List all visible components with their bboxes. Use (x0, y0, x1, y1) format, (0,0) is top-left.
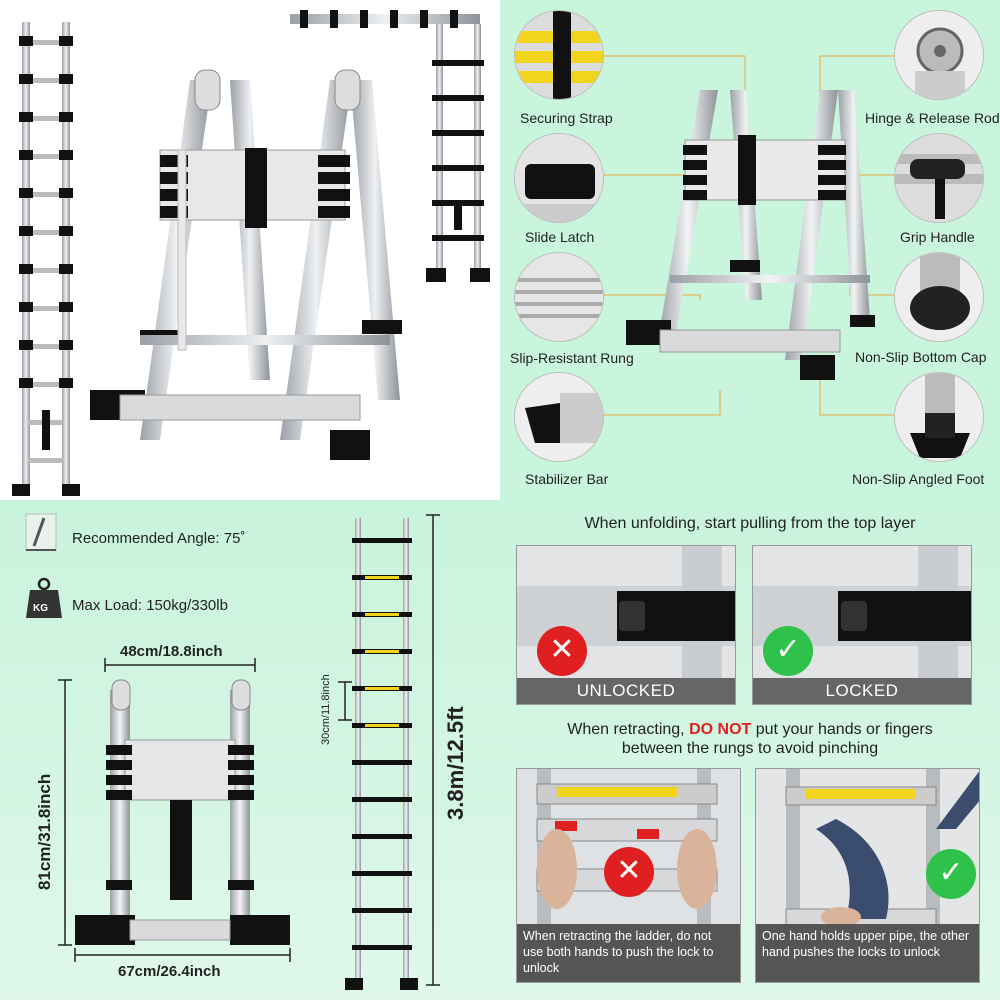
right-retract-photo: ✓ One hand holds upper pipe, the other h… (755, 768, 980, 983)
slide-latch-image (514, 133, 604, 223)
hinge-image (894, 10, 984, 100)
unfold-heading: When unfolding, start pulling from the t… (584, 515, 916, 532)
hinge-label: Hinge & Release Rod (865, 110, 1000, 126)
slide-latch-label: Slide Latch (525, 229, 595, 245)
wrong-retract-photo: ✕ When retracting the ladder, do not use… (516, 768, 741, 983)
straight-ladder (12, 22, 80, 496)
locked-panel: ✓ LOCKED (752, 545, 972, 705)
folded-height-dimension: 81cm/31.8inch (35, 773, 54, 890)
bottom-cap-image (894, 252, 984, 342)
rung-gap-dimension: 30cm/11.8inch (320, 674, 332, 745)
grip-handle-label: Grip Handle (900, 229, 975, 245)
rung-image (514, 252, 604, 342)
angle-icon (25, 513, 57, 551)
right-retract-caption: One hand holds upper pipe, the other han… (756, 924, 979, 982)
scaffold-ladder (290, 10, 490, 282)
retract-heading: When retracting, DO NOT put your hands o… (500, 720, 1000, 758)
width-top-dimension: 48cm/18.8inch (120, 643, 223, 660)
securing-strap-image (514, 10, 604, 100)
grip-handle-image (894, 133, 984, 223)
stabilizer-image (514, 372, 604, 462)
unlocked-panel: ✕ UNLOCKED (516, 545, 736, 705)
cross-icon: ✕ (604, 847, 654, 897)
a-frame-ladder (90, 69, 402, 460)
extended-ladder (345, 518, 418, 990)
bottom-cap-label: Non-Slip Bottom Cap (855, 349, 987, 365)
ladder-illustration (12, 10, 490, 496)
weight-icon (26, 577, 62, 618)
cross-icon: ✕ (537, 626, 587, 676)
securing-strap-label: Securing Strap (520, 110, 613, 126)
product-photos (0, 0, 500, 500)
full-height-dimension: 3.8m/12.5ft (443, 706, 468, 820)
max-load: Max Load: 150kg/330lb (72, 597, 228, 614)
dimension-illustration (25, 513, 440, 990)
rung-label: Slip-Resistant Rung (510, 350, 634, 366)
instructions-panel: When unfolding, start pulling from the t… (500, 500, 1000, 1000)
locked-label: LOCKED (753, 678, 971, 704)
angled-foot-image (894, 372, 984, 462)
retract-post: put your hands or fingers (755, 721, 933, 738)
retract-warning: DO NOT (689, 721, 752, 738)
check-icon: ✓ (763, 626, 813, 676)
weight-icon-label: KG (33, 603, 48, 614)
check-icon: ✓ (926, 849, 976, 899)
retract-pre: When retracting, (567, 721, 685, 738)
recommended-angle: Recommended Angle: 75˚ (72, 530, 246, 547)
unlocked-label: UNLOCKED (517, 678, 735, 704)
angled-foot-label: Non-Slip Angled Foot (852, 471, 985, 487)
stabilizer-label: Stabilizer Bar (525, 471, 609, 487)
features-panel: Securing Strap Hinge & Release Rod Slide… (500, 0, 1000, 500)
specs-panel: Recommended Angle: 75˚ KG Max Load: 150k… (0, 500, 500, 1000)
wrong-retract-caption: When retracting the ladder, do not use b… (517, 924, 740, 982)
center-a-frame (626, 90, 875, 380)
width-bottom-dimension: 67cm/26.4inch (118, 963, 221, 980)
features-illustration (560, 55, 940, 416)
retract-line2: between the rungs to avoid pinching (621, 740, 879, 757)
folded-ladder (75, 679, 290, 945)
